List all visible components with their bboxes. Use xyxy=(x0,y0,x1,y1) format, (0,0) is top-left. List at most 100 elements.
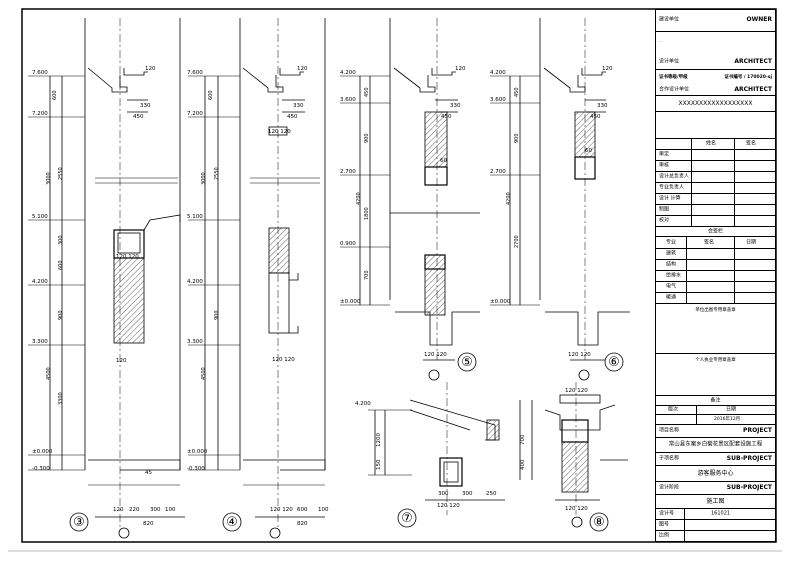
elev-label: 5.100 xyxy=(32,214,48,220)
sig-row: 设计 计算 xyxy=(656,194,775,205)
cs-row: 暖通 xyxy=(656,293,775,304)
sig-col-divider xyxy=(691,139,692,227)
unit-stamp-row: 单位出图专用章盖章 xyxy=(656,304,775,354)
svg-text:450: 450 xyxy=(514,87,520,97)
elev-label: 0.900 xyxy=(340,241,356,247)
dim-label: 330 xyxy=(597,103,608,109)
project-row: 项目名称 PROJECT xyxy=(656,425,775,438)
discipline-label: 电气 xyxy=(666,283,677,290)
svg-text:450: 450 xyxy=(364,87,370,97)
elev-label: 2.700 xyxy=(490,169,506,175)
dim-label: 45 xyxy=(145,470,152,476)
elev-label: 2.700 xyxy=(340,169,356,175)
svg-text:1800: 1800 xyxy=(364,207,370,220)
cs-col-divider xyxy=(734,237,735,304)
elev-label: -0.300 xyxy=(187,466,205,472)
dim-label: 300 xyxy=(462,491,473,497)
dim-label: 120 xyxy=(116,358,127,364)
dim-label: 120 xyxy=(602,66,613,72)
project-name-row: 常山县东案乡白菊花景区配套设施工程 xyxy=(656,438,775,453)
subproject-row: 子项名称 SUB-PROJECT xyxy=(656,453,775,466)
stage-label: 设计阶段 xyxy=(659,484,680,491)
svg-text:2550: 2550 xyxy=(214,167,220,180)
elev-label: 7.600 xyxy=(32,70,48,76)
dim-label: 330 xyxy=(293,103,304,109)
elev-label: 7.600 xyxy=(187,70,203,76)
section-5-marker xyxy=(457,352,477,372)
sig-head: 姓名 签名 xyxy=(656,139,775,150)
dim-label: 60 xyxy=(585,148,592,154)
discipline-label: 暖通 xyxy=(666,294,677,301)
elev-label: ±0.000 xyxy=(187,449,208,455)
dim-label: 450 xyxy=(287,114,298,120)
svg-text:4200: 4200 xyxy=(506,192,512,205)
subproject-value: SUB-PROJECT xyxy=(726,455,772,462)
dim-label: 700 xyxy=(520,434,526,445)
subproject-label: 子项名称 xyxy=(659,455,680,462)
dim-label: 120 120 xyxy=(437,503,460,509)
notes-row: 备注 xyxy=(656,396,775,406)
elev-label: 4.200 xyxy=(187,279,203,285)
section-7-number: ⑦ xyxy=(401,511,413,526)
dim-label: 820 xyxy=(297,521,308,527)
dots: ... xyxy=(659,38,663,43)
dim-label: 100 xyxy=(165,507,176,513)
elev-label: ±0.000 xyxy=(490,299,511,305)
role-label: 专业负责人 xyxy=(659,184,685,191)
design-no: 161021 xyxy=(711,510,731,517)
elev-label: 4.200 xyxy=(32,279,48,285)
role-label: 设计总负责人 xyxy=(659,173,690,180)
project-name: 常山县东案乡白菊花景区配套设施工程 xyxy=(668,441,763,448)
dim-label: 120 xyxy=(455,66,466,72)
cs-row: 给排水 xyxy=(656,271,775,282)
cs-row: 建筑 xyxy=(656,249,775,260)
dim-label: 1200 xyxy=(376,433,382,447)
drawing-no-label: 图号 xyxy=(659,521,670,528)
svg-text:4200: 4200 xyxy=(356,192,362,205)
sig-row: 校对 xyxy=(656,216,775,227)
section-5-number: ⑤ xyxy=(461,355,473,370)
cs-head: 专业 签名 日期 xyxy=(656,237,775,249)
sig-row: 专业负责人 xyxy=(656,183,775,194)
section-7-marker xyxy=(397,508,417,528)
subproject-name-row: 游客服务中心 xyxy=(656,466,775,482)
dim-label: 120 xyxy=(297,66,308,72)
elev-label: 3.300 xyxy=(32,339,48,345)
svg-text:2550: 2550 xyxy=(58,167,64,180)
dim-label: 120 120 xyxy=(116,254,139,260)
stage-row: 设计阶段 SUB-PROJECT xyxy=(656,482,775,495)
sig-row: 设计总负责人 xyxy=(656,172,775,183)
section-4-number: ④ xyxy=(226,515,238,530)
elev-label: ±0.000 xyxy=(340,299,361,305)
project-label: 项目名称 xyxy=(659,427,680,434)
meta-col-divider xyxy=(684,509,685,541)
sig-row: 制图 xyxy=(656,205,775,216)
svg-text:600: 600 xyxy=(208,90,214,100)
architect-label: 设计单位 xyxy=(659,58,680,65)
stage-name: 施工图 xyxy=(706,497,725,505)
notes-title: 备注 xyxy=(710,397,721,403)
dim-label: 330 xyxy=(140,103,151,109)
sig-col-divider xyxy=(734,139,735,227)
sheet-border xyxy=(21,8,777,543)
section-3-marker xyxy=(69,512,89,532)
dim-label: 120 120 xyxy=(565,388,588,394)
scale-row: 比例 xyxy=(656,531,775,541)
svg-text:700: 700 xyxy=(364,270,370,280)
cs-row: 电气 xyxy=(656,282,775,293)
cs-row: 结构 xyxy=(656,260,775,271)
svg-text:3300: 3300 xyxy=(58,392,64,405)
scale-label: 比例 xyxy=(659,532,670,539)
rev-head-date: 日期 xyxy=(726,406,737,413)
elev-label: 7.200 xyxy=(32,111,48,117)
stage-value: SUB-PROJECT xyxy=(726,484,772,491)
dim-label: 450 xyxy=(590,114,601,120)
subproject-name: 游客服务中心 xyxy=(697,469,734,477)
sig-row: 审核 xyxy=(656,161,775,172)
owner-value: OWNER xyxy=(746,16,772,23)
sig-head-name: 姓名 xyxy=(706,140,717,147)
dim-label: 300 xyxy=(438,491,449,497)
elev-label: 7.200 xyxy=(187,111,203,117)
design-no-row: 设计号 161021 xyxy=(656,509,775,520)
